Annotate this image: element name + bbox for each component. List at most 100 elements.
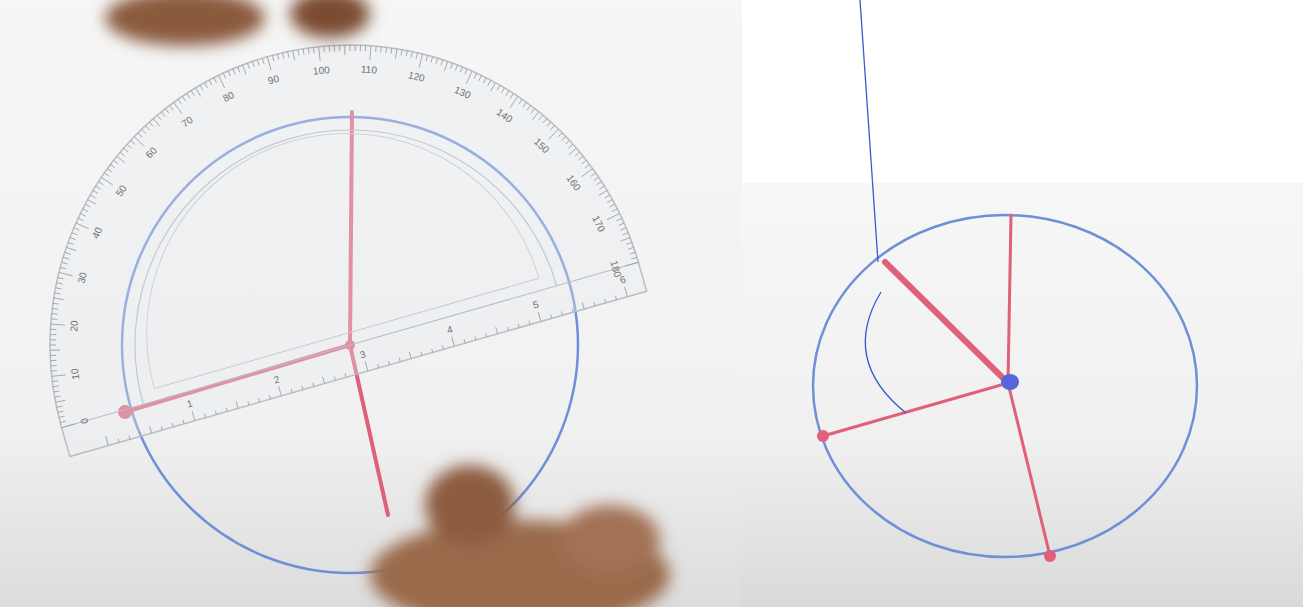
scale-tick xyxy=(359,45,362,51)
scale-tick xyxy=(348,45,351,51)
scale-tick xyxy=(214,77,217,83)
ruler-number: 6 xyxy=(619,275,627,286)
scale-tick xyxy=(51,320,65,328)
scale-tick xyxy=(618,223,624,225)
scale-tick xyxy=(131,140,135,146)
ruler-tick xyxy=(172,423,173,427)
point-dot xyxy=(817,430,829,442)
scale-tick xyxy=(564,140,570,144)
scale-tick xyxy=(606,213,620,219)
scale-tick xyxy=(101,175,113,188)
degree-number: 90 xyxy=(267,73,280,86)
scale-tick xyxy=(149,121,153,127)
scale-tick xyxy=(410,52,414,58)
scale-tick xyxy=(50,354,56,357)
scale-tick xyxy=(58,411,64,413)
degree-number: 40 xyxy=(91,226,105,240)
scale-tick xyxy=(76,220,89,232)
scale-tick xyxy=(62,424,75,428)
scale-tick xyxy=(52,373,66,379)
ruler-tick xyxy=(496,327,498,334)
scale-tick xyxy=(153,117,160,127)
scale-tick xyxy=(622,233,628,235)
scale-tick xyxy=(599,186,605,189)
degree-number: 100 xyxy=(312,65,330,77)
point-dot xyxy=(1044,550,1056,562)
scale-tick xyxy=(530,109,536,114)
ruler-tick xyxy=(323,377,325,384)
scale-tick xyxy=(342,45,347,55)
ruler-tick xyxy=(605,299,606,303)
scale-tick xyxy=(505,91,510,96)
scale-tick xyxy=(53,385,59,387)
scale-tick xyxy=(209,80,212,86)
scale-tick xyxy=(195,87,200,97)
scale-tick xyxy=(85,203,90,208)
scale-tick xyxy=(134,135,144,149)
ruler-tick xyxy=(538,312,541,322)
scale-tick xyxy=(338,45,341,51)
scale-tick xyxy=(68,241,74,246)
scale-tick xyxy=(630,252,636,254)
ruler-tick xyxy=(442,346,443,350)
ruler-number: 5 xyxy=(532,300,540,311)
scale-tick xyxy=(59,269,73,279)
scale-tick xyxy=(98,181,103,186)
scale-tick xyxy=(247,63,249,69)
scale-tick xyxy=(297,50,299,56)
scale-tick xyxy=(63,256,69,261)
scale-tick xyxy=(609,204,615,207)
ruler-tick xyxy=(183,420,184,424)
scale-tick xyxy=(187,93,190,99)
degree-number: 140 xyxy=(495,107,514,125)
ruler-tick xyxy=(365,361,368,371)
leader-line xyxy=(860,0,878,262)
ruler-tick xyxy=(399,358,400,362)
scale-tick xyxy=(307,48,309,54)
scale-tick xyxy=(518,99,524,104)
scale-tick xyxy=(50,348,60,353)
degree-number: 0 xyxy=(79,417,90,425)
scale-tick xyxy=(107,168,112,174)
drawn-circle xyxy=(813,215,1197,557)
scale-tick xyxy=(333,45,336,51)
angle-arc xyxy=(865,292,906,413)
scale-tick xyxy=(578,156,584,160)
degree-number: 150 xyxy=(532,137,551,156)
ruler-tick xyxy=(345,373,346,377)
scale-tick xyxy=(547,129,561,139)
ruler-tick xyxy=(150,426,152,433)
scale-tick xyxy=(57,406,63,408)
scale-tick xyxy=(233,69,235,75)
scale-tick xyxy=(51,364,57,367)
ruler-tick xyxy=(226,408,227,412)
scale-tick xyxy=(277,54,279,60)
ruler-tick xyxy=(594,302,595,306)
scale-tick xyxy=(56,286,62,290)
scale-tick xyxy=(400,50,404,56)
scale-tick xyxy=(292,51,296,61)
scale-tick xyxy=(626,242,632,244)
scale-tick xyxy=(389,48,393,54)
scale-tick xyxy=(90,194,95,199)
scale-tick xyxy=(287,52,289,58)
scale-tick xyxy=(96,185,101,190)
scale-tick xyxy=(252,61,254,67)
ruler-tick xyxy=(129,435,130,439)
scale-tick xyxy=(200,85,203,91)
scale-tick xyxy=(52,307,58,311)
scale-tick xyxy=(393,49,400,59)
scale-tick xyxy=(114,159,119,165)
scale-tick xyxy=(54,296,64,303)
scale-tick xyxy=(459,67,464,73)
ruler-tick xyxy=(582,302,584,309)
scale-tick xyxy=(487,80,492,85)
scale-tick xyxy=(612,209,618,212)
degree-number: 60 xyxy=(144,146,159,161)
scale-tick xyxy=(550,126,556,130)
ruler-tick xyxy=(432,349,433,353)
ruler-tick xyxy=(334,377,335,381)
scale-tick xyxy=(52,380,58,383)
